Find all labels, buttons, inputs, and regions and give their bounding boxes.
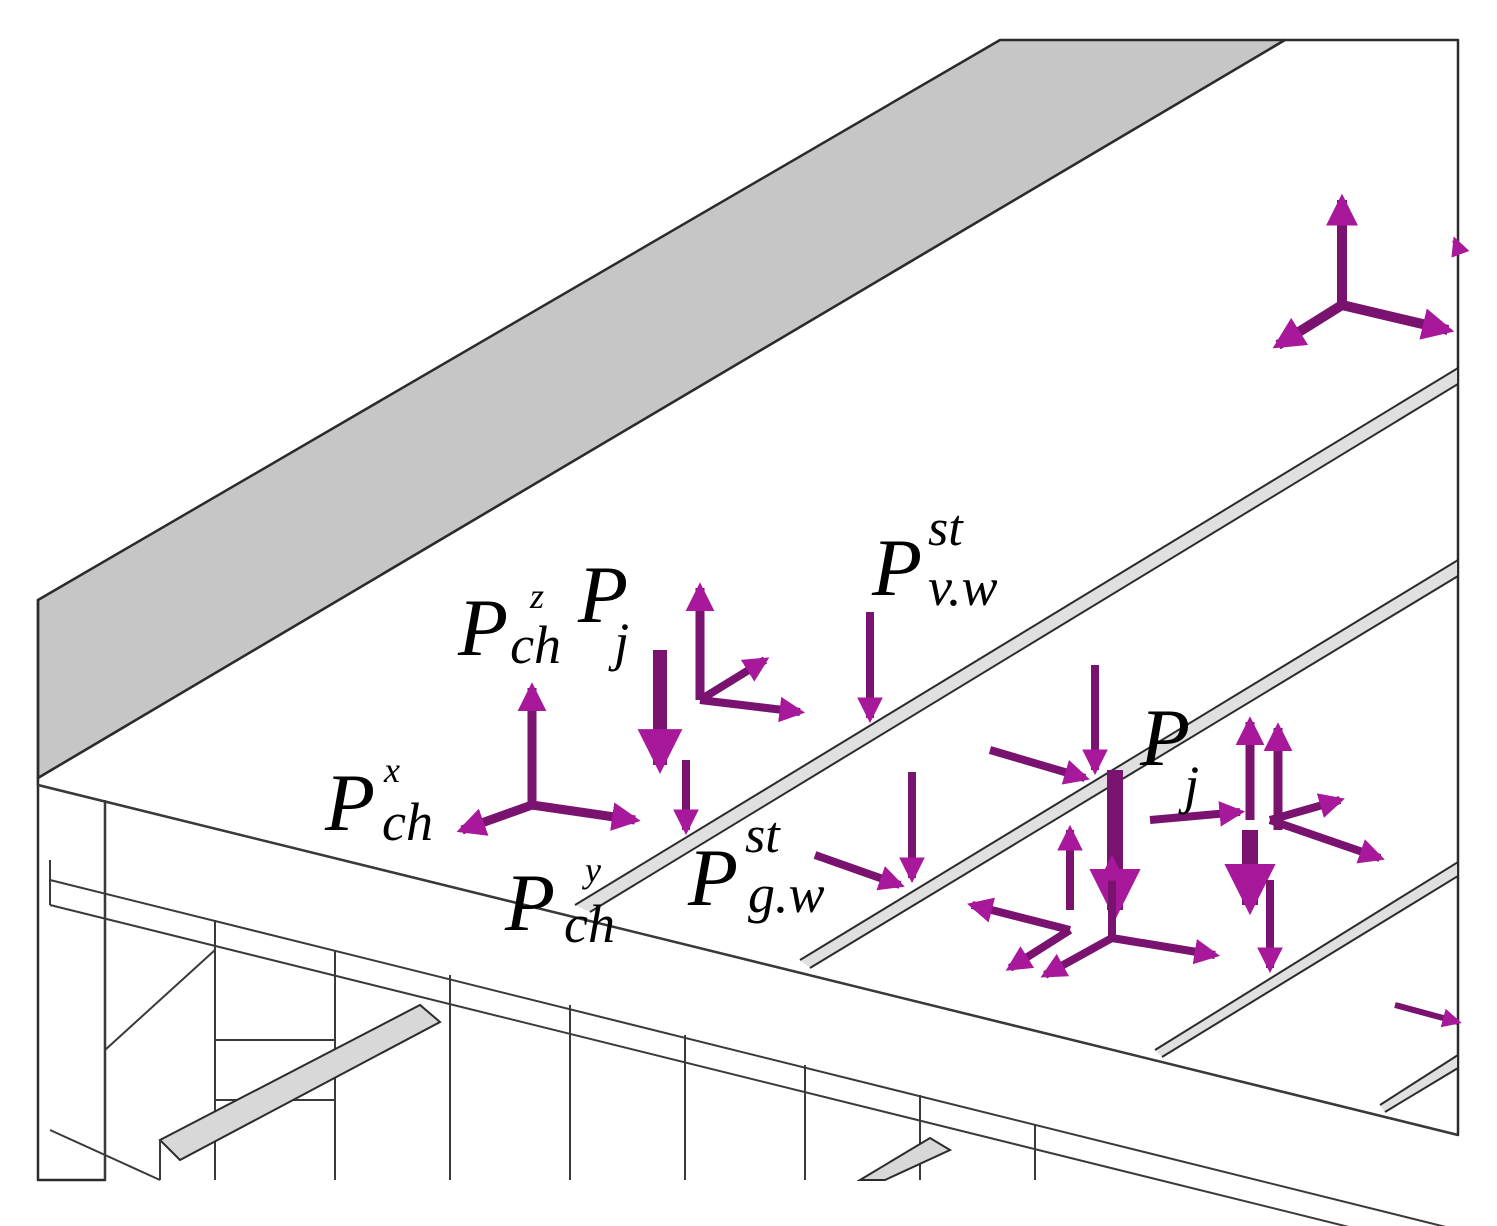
arrow-p-ch-x (456, 800, 534, 836)
stiffener-1 (574, 366, 1459, 913)
arrow-pj-back (697, 656, 770, 704)
stiffener-4 (1379, 1053, 1459, 1113)
arrow-lower-left-2 (1040, 934, 1114, 979)
arrow-far-right-stub (1394, 1002, 1462, 1028)
arrow-lower-left-1 (967, 897, 1071, 934)
load-arrows (456, 193, 1470, 1028)
arrow-top-right (1340, 300, 1455, 340)
underside-frame (49, 800, 1036, 1181)
arrow-p-ch-y (531, 800, 641, 831)
structure-frame (36, 38, 1460, 1226)
arrow-pj-right-horizontal (988, 746, 1090, 785)
cross-beam-2 (856, 1136, 953, 1181)
label-p-ch-z: Pchz (457, 576, 561, 675)
arrow-top-left (1272, 300, 1345, 350)
arrow-top-edge (1451, 236, 1470, 258)
deck-edge-bottom (49, 879, 1447, 1226)
arrow-pj-right (699, 696, 806, 723)
arrow-lower-right-2 (1111, 934, 1221, 965)
arrow-pj-right-out (1149, 801, 1246, 827)
deck-edge-top (37, 784, 1459, 1136)
longitudinal-stiffeners (574, 366, 1459, 1113)
deck-edge-inner (49, 904, 1350, 1226)
arrow-p-gw-st-horizontal (813, 851, 905, 891)
arrow-right-back (1268, 793, 1345, 824)
arrow-lower-down-1 (1005, 926, 1073, 972)
cross-beam (158, 1003, 442, 1162)
stiffener-2 (799, 558, 1459, 969)
arrow-right-horizontal (1268, 816, 1385, 864)
stiffener-3 (1154, 860, 1459, 1058)
